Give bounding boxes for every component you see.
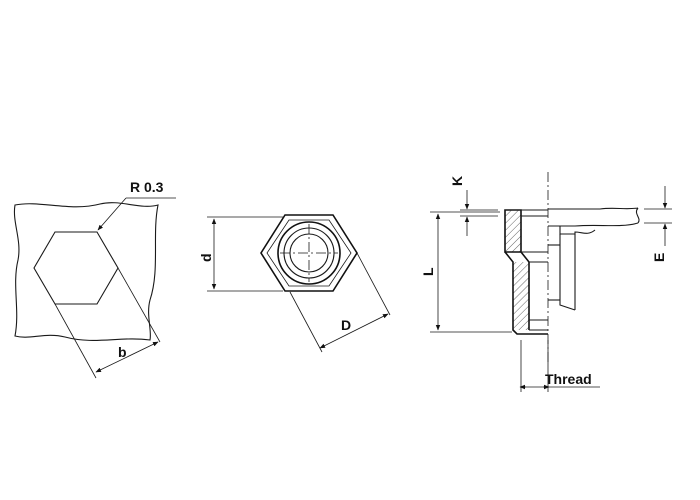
b-label: b [118, 344, 127, 360]
sheet-outline [13, 202, 159, 341]
L-label: L [420, 267, 436, 276]
thread-label: Thread [545, 371, 592, 387]
E-label: E [651, 253, 667, 262]
nut-side-section: K L E Thread [420, 172, 672, 392]
K-label: K [449, 176, 465, 186]
hex-hole [33, 231, 119, 305]
D-label: D [341, 317, 351, 333]
nut-bore-outer [277, 221, 341, 285]
radius-label: R 0.3 [130, 179, 164, 195]
d-label: d [198, 253, 214, 262]
nut-hex-outer [260, 214, 358, 292]
hex-hole-view: R 0.3 b [13, 179, 176, 379]
nut-end-view: d D [198, 214, 391, 353]
